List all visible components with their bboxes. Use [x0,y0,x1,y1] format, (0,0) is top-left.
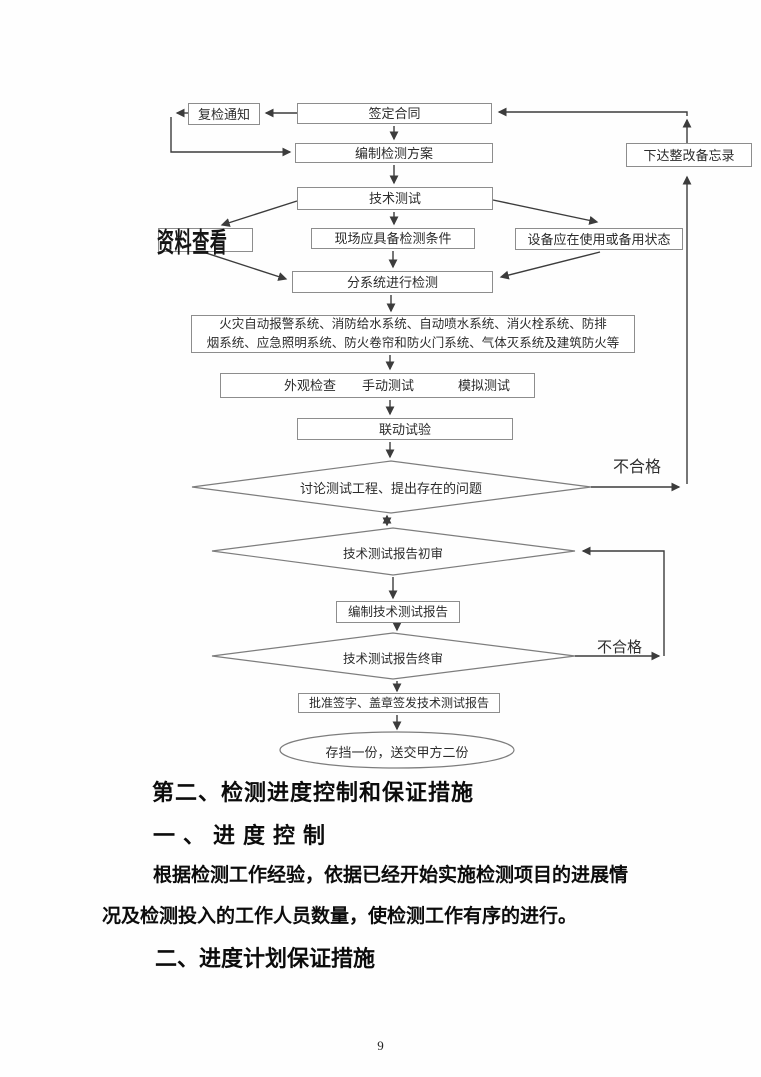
section-heading: 第二、检测进度控制和保证措施 [152,780,475,805]
fail-label-lower: 不合格 [597,640,643,656]
flow-box-equipment-state: 设备应在使用或备用状态 [515,228,683,250]
inspection-item-2: 手动测试 [362,378,415,393]
flow-box-systems-list: 火灾自动报警系统、消防给水系统、自动喷水系统、消火栓系统、防排 烟系统、应急照明… [191,315,635,353]
page-number: 9 [377,1038,384,1053]
systems-list-line1: 火灾自动报警系统、消防给水系统、自动喷水系统、消火栓系统、防排 [219,317,607,331]
fail-label-upper: 不合格 [613,459,662,476]
flow-box-approve-report: 批准签字、盖章签发技术测试报告 [298,693,500,713]
flow-box-sign-contract: 签定合同 [297,103,492,124]
inspection-item-1: 外观检查 [284,378,337,393]
flow-box-recheck-notice: 复检通知 [188,103,260,125]
data-review-stamp: 资料查看 [157,228,228,258]
inspection-item-3: 模拟测试 [458,378,511,393]
diamond-initial-review-label: 技术测试报告初审 [342,547,443,561]
subheading-progress-control: 一、进度控制 [153,823,334,848]
flow-box-prepare-plan: 编制检测方案 [295,143,493,163]
systems-list-line2: 烟系统、应急照明系统、防火卷帘和防火门系统、气体灭系统及建筑防火等 [206,336,620,350]
diamond-discuss-label: 讨论测试工程、提出存在的问题 [299,481,482,496]
ellipse-archive-label: 存挡一份，送交甲方二份 [325,745,469,760]
flow-box-technical-test: 技术测试 [297,187,493,210]
flow-box-subsystem-inspect: 分系统进行检测 [292,271,493,293]
flow-box-prepare-report: 编制技术测试报告 [336,601,460,623]
flow-box-data-review [158,228,253,252]
flow-box-linkage-test: 联动试验 [297,418,513,440]
diamond-final-review-label: 技术测试报告终审 [342,652,443,666]
flow-box-rectify-memo: 下达整改备忘录 [626,143,752,167]
flow-box-inspection-methods: 外观检查 手动测试 模拟测试 [220,373,535,398]
flow-box-site-condition: 现场应具备检测条件 [311,228,475,249]
paragraph-progress: 根据检测工作经验，依据已经开始实施检测项目的进展情况及检测投入的工作人员数量，使… [102,865,629,927]
subheading-plan-measures: 二、进度计划保证措施 [155,946,376,971]
